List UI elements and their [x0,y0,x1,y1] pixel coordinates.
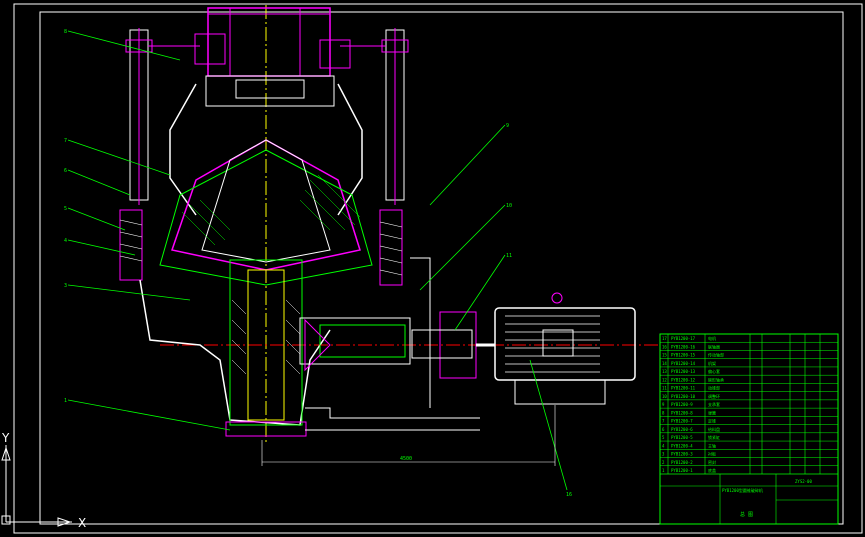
ucs-icon: Y X [1,431,86,530]
bom-cell-code: PYB1200-8 [671,410,693,415]
svg-text:10: 10 [506,203,512,209]
bom-cell-no: 14 [662,361,667,366]
bom-cell-code: PYB1200-3 [671,452,693,457]
bom-cell-code: PYB1200-17 [671,336,696,341]
bom-cell-no: 17 [662,336,667,341]
bom-cell-code: PYB1200-15 [671,353,696,358]
motor-assembly [476,292,636,405]
bom-cell-name: 碗形轴承 [708,376,724,382]
bom-cell-name: 密封 [708,459,716,465]
crusher-assembly [119,7,480,437]
drawing-title: PYB1200型圆锥破碎机 [722,487,763,493]
bom-cell-no: 2 [662,460,665,465]
bom-cell-code: PYB1200-13 [671,369,696,374]
bom-cell-name: 传动轴部 [708,352,724,358]
svg-text:8: 8 [64,29,67,35]
leader-tags: 8 7 6 5 4 3 1 9 10 11 16 [64,29,572,498]
bom-cell-no: 12 [662,377,667,382]
bom-cell-no: 6 [662,427,665,432]
bom-cell-name: 机架 [708,360,716,366]
bom-cell-no: 5 [662,435,665,440]
bom-cell-name: 锁紧缸 [708,434,720,440]
bom-cell-no: 7 [662,419,665,424]
bom-cell-code: PYB1200-14 [671,361,696,366]
sheet-outer-border [13,3,863,534]
bom-cell-no: 11 [662,386,667,391]
svg-text:1: 1 [64,398,67,404]
bom-cell-code: PYB1200-11 [671,386,696,391]
bom-cell-code: PYB1200-9 [671,402,693,407]
bom-cell-name: 衬板 [708,451,716,457]
bom-cell-name: 联轴器 [708,343,720,349]
svg-text:11: 11 [506,253,512,259]
leader-lines [67,30,568,491]
bom-cell-code: PYB1200-5 [671,435,693,440]
bom-cell-name: 调整环 [708,393,720,399]
bom-cell-code: PYB1200-12 [671,377,696,382]
bom-cell-no: 1 [662,468,665,473]
ucs-y-label: Y [1,431,10,445]
bom-cell-code: PYB1200-1 [671,468,693,473]
bom-cell-name: 动锥部 [708,385,720,391]
bom-cell-code: PYB1200-6 [671,427,693,432]
svg-text:16: 16 [566,492,572,498]
svg-text:7: 7 [64,138,67,144]
svg-text:9: 9 [506,123,509,129]
bom-cell-no: 13 [662,369,667,374]
bom-cell-code: PYB1200-16 [671,344,696,349]
drawing-subtitle: 总 图 [740,511,753,518]
bom-cell-no: 10 [662,394,667,399]
dimension-text: 4500 [400,456,412,462]
bom-cell-name: 给料盘 [708,426,720,432]
ucs-x-label: X [78,516,86,530]
bom-cell-no: 8 [662,410,665,415]
bom-cell-name: 底盖 [708,467,716,473]
svg-text:4: 4 [64,238,67,244]
bom-cell-no: 4 [662,443,665,448]
bom-cell-name: 弹簧 [708,409,716,415]
svg-text:6: 6 [64,168,67,174]
bom-cell-code: PYB1200-10 [671,394,696,399]
bom-cell-name: 定锥 [708,418,716,424]
sheet-inner-border [39,11,844,525]
bom-cell-no: 3 [662,452,665,457]
bom-cell-no: 15 [662,353,667,358]
dimension-overall-length: 4500 [261,405,556,466]
bom-cell-name: 支承套 [708,401,720,407]
bom-cell-code: PYB1200-7 [671,419,693,424]
drawing-number: ZYS2-00 [795,479,812,484]
bom-cell-code: PYB1200-4 [671,443,693,448]
bom-cell-name: 偏心套 [708,368,720,374]
svg-text:5: 5 [64,206,67,212]
bom-cell-code: PYB1200-2 [671,460,693,465]
bom-cell-name: 电机 [708,335,716,341]
bom-cell-no: 16 [662,344,667,349]
svg-text:3: 3 [64,283,67,289]
bom-cell-name: 主轴 [708,442,716,448]
bom-cell-no: 9 [662,402,665,407]
